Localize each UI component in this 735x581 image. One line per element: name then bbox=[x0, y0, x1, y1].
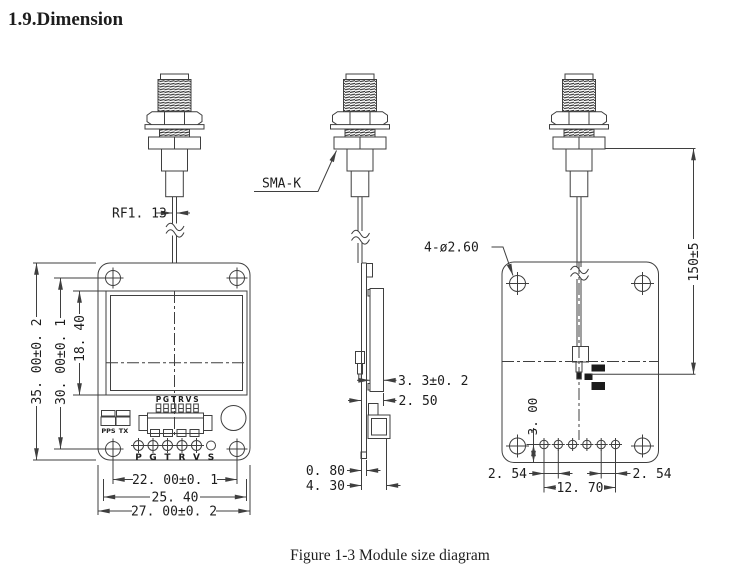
dim-hole-spacing-h: 22. 00±0. 1 bbox=[112, 458, 238, 488]
dim-label: 35. 00±0. 2 bbox=[30, 318, 45, 404]
dim-label: 12. 70 bbox=[557, 481, 604, 496]
dim-pitch-left: 2. 54 bbox=[488, 450, 573, 493]
dim-label: 2. 50 bbox=[399, 394, 438, 409]
pad-label: T bbox=[164, 453, 171, 463]
dim-total-depth: 4. 30 bbox=[306, 438, 401, 494]
pad-label: G bbox=[149, 453, 156, 463]
dim-label: 4-ø2.60 bbox=[424, 241, 479, 256]
pad-labels-front: P G T R V S bbox=[135, 453, 214, 463]
dim-board-width: 27. 00±0. 2 bbox=[97, 465, 251, 520]
dim-hole-spacing-v: 30. 00±0. 1 bbox=[53, 277, 105, 450]
dim-label: 2. 54 bbox=[488, 467, 527, 482]
mounting-holes-back bbox=[506, 272, 654, 458]
dim-label: 150±5 bbox=[687, 242, 702, 281]
through-hole-pads bbox=[537, 438, 622, 451]
side-view: SMA-K 3. 3±0. 2 2. 50 0. 80 4. 30 bbox=[254, 73, 468, 494]
pcb-outline-front bbox=[97, 262, 251, 461]
dim-label: 22. 00±0. 1 bbox=[132, 473, 218, 488]
header-label: T bbox=[171, 395, 177, 404]
header-label: P bbox=[156, 395, 162, 404]
dim-pitch-right: 2. 54 bbox=[587, 450, 672, 493]
coax-cable-side bbox=[351, 196, 370, 263]
patch-antenna-front bbox=[105, 290, 248, 396]
dim-label: 4. 30 bbox=[306, 479, 345, 494]
dim-pcb-thickness: 0. 80 bbox=[306, 448, 381, 490]
dim-label: 3. 00 bbox=[525, 398, 540, 436]
edge-pads-front bbox=[131, 438, 216, 453]
dim-label: SMA-K bbox=[262, 177, 301, 192]
holes-callout: 4-ø2.60 bbox=[424, 241, 514, 276]
jst-connector-front bbox=[138, 412, 213, 437]
dim-patch-offset: 2. 50 bbox=[348, 393, 438, 409]
section-title: 1.9.Dimension bbox=[8, 9, 124, 30]
dim-width-inner: 25. 40 bbox=[103, 479, 247, 506]
dim-label: 18. 40 bbox=[73, 315, 88, 362]
pcb-outline-back bbox=[501, 261, 659, 463]
coax-cable-front bbox=[165, 196, 185, 263]
sma-k-callout: SMA-K bbox=[254, 150, 337, 192]
jst-connector-side bbox=[367, 403, 391, 439]
header-label: G bbox=[163, 395, 169, 404]
backup-battery bbox=[220, 405, 247, 431]
header-silk-labels: P G T R V S bbox=[156, 395, 199, 404]
dim-row-width: 12. 70 bbox=[544, 481, 616, 496]
ipex-connector-side bbox=[355, 351, 365, 381]
patch-antenna-side bbox=[367, 288, 384, 392]
cable-break-icon bbox=[165, 222, 185, 232]
pad-label: P bbox=[135, 453, 142, 463]
sma-antenna-side bbox=[330, 73, 390, 198]
pad-label: V bbox=[193, 453, 200, 463]
dim-antenna-height: 18. 40 bbox=[72, 290, 106, 396]
back-view: 4-ø2.60 150±5 3. 00 2. 54 bbox=[424, 73, 702, 496]
header-pins bbox=[155, 403, 199, 413]
dim-board-height: 35. 00±0. 2 bbox=[29, 262, 96, 461]
dim-label: RF1. 13 bbox=[112, 207, 167, 222]
front-view: PPS TX P G T R V S bbox=[29, 73, 251, 520]
figure-caption: Figure 1-3 Module size diagram bbox=[290, 547, 490, 564]
dim-rf-cable: RF1. 13 bbox=[112, 207, 190, 222]
dim-pad-edge: 3. 00 bbox=[525, 398, 541, 463]
ipex-connector-back bbox=[572, 346, 589, 380]
dim-label: 30. 00±0. 1 bbox=[54, 319, 69, 405]
sma-antenna-back bbox=[549, 73, 609, 198]
pcb-outline-side bbox=[360, 262, 367, 459]
header-label: S bbox=[193, 395, 198, 404]
header-label: R bbox=[178, 395, 184, 404]
header-label: V bbox=[186, 395, 192, 404]
dim-label: 27. 00±0. 2 bbox=[131, 505, 217, 520]
smd-components-back bbox=[584, 364, 605, 390]
led-label-pps: PPS bbox=[101, 427, 116, 435]
dim-label: 25. 40 bbox=[152, 491, 199, 506]
dim-cable-length: 150±5 bbox=[591, 148, 702, 375]
mounting-holes-front bbox=[102, 267, 248, 460]
led-label-tx: TX bbox=[119, 427, 128, 435]
pad-label: R bbox=[179, 453, 186, 463]
sma-antenna-front bbox=[144, 73, 205, 198]
dim-patch-thickness: 3. 3±0. 2 bbox=[357, 374, 468, 389]
smd-component-side bbox=[366, 263, 373, 278]
led-indicators bbox=[100, 410, 131, 426]
dim-label: 3. 3±0. 2 bbox=[398, 374, 468, 389]
pad-label: S bbox=[208, 453, 214, 463]
dim-label: 2. 54 bbox=[633, 467, 672, 482]
dim-label: 0. 80 bbox=[306, 464, 345, 479]
